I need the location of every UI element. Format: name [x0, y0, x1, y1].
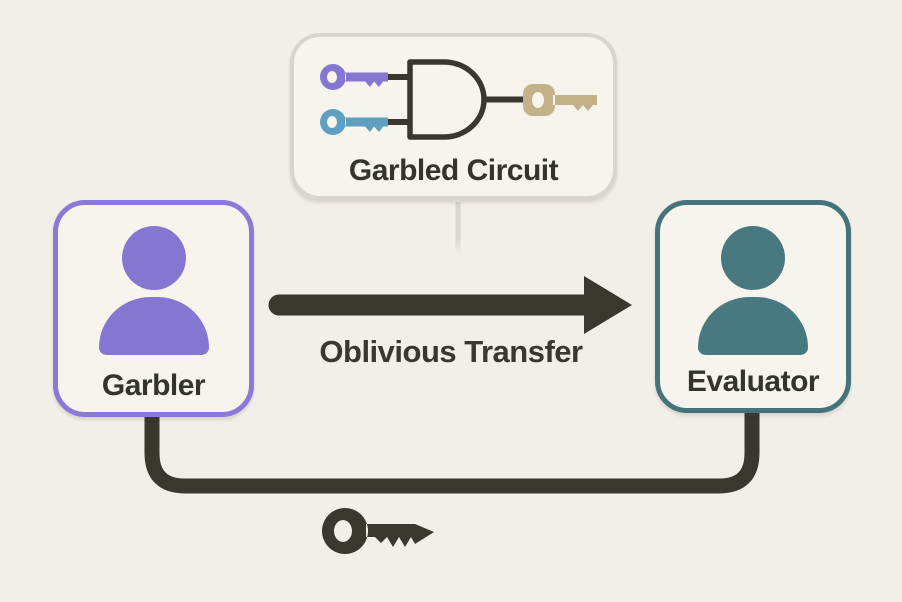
- purple-key-icon: [320, 64, 388, 90]
- garbled-circuit-title: Garbled Circuit: [348, 154, 559, 187]
- person-icon: [698, 226, 808, 355]
- garbled-circuit-box: Garbled Circuit: [290, 33, 617, 200]
- channel-connector-line: [144, 411, 760, 494]
- oblivious-transfer-label: Oblivious Transfer: [319, 334, 583, 369]
- key-icon: [322, 508, 434, 554]
- and-gate-icon: [407, 59, 487, 140]
- person-head: [121, 226, 186, 290]
- blue-key-icon: [320, 109, 388, 135]
- evaluator-box: Evaluator: [655, 200, 851, 413]
- garbler-box: Garbler: [53, 200, 254, 417]
- garbled-circuit-graphic: [320, 59, 597, 140]
- garbler-label: Garbler: [101, 369, 206, 402]
- person-icon: [98, 226, 209, 355]
- arrow-right-icon: [268, 276, 632, 334]
- person-body: [698, 297, 808, 355]
- callout-stem: [455, 202, 461, 255]
- person-body: [98, 297, 209, 355]
- tan-key-icon: [523, 84, 597, 116]
- person-head: [721, 226, 785, 290]
- evaluator-label: Evaluator: [686, 365, 820, 398]
